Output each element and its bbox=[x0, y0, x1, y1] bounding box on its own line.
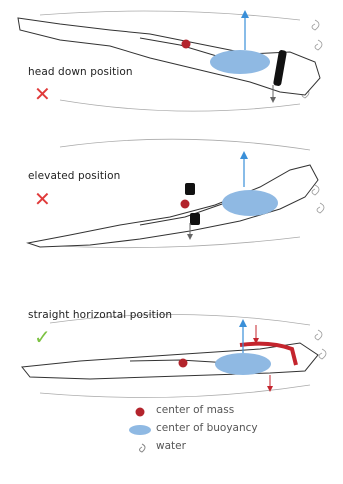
center-of-buoyancy-marker bbox=[222, 190, 278, 216]
panel-label: head down position bbox=[28, 66, 133, 78]
panel-label: elevated position bbox=[28, 170, 120, 182]
wrong-mark-icon: ✕ bbox=[34, 84, 51, 104]
panel-head-down: head down position ✕ bbox=[0, 0, 343, 125]
center-of-mass-marker bbox=[181, 200, 190, 209]
arrow-up-icon bbox=[240, 151, 248, 159]
center-of-buoyancy-marker bbox=[215, 353, 271, 375]
arrow-down-icon bbox=[270, 97, 276, 103]
legend-label: center of mass bbox=[156, 404, 234, 416]
center-of-mass-marker bbox=[182, 40, 191, 49]
arrow-down-icon bbox=[187, 234, 193, 240]
water-swirl-icon bbox=[128, 441, 152, 455]
arrow-up-icon bbox=[239, 319, 247, 327]
swimmer-head-down-illustration bbox=[0, 0, 343, 125]
legend-label: center of buoyancy bbox=[156, 422, 258, 434]
hip-weight-band bbox=[185, 183, 195, 195]
center-of-mass-icon bbox=[128, 405, 152, 419]
arrow-up-icon bbox=[241, 10, 249, 18]
wrong-mark-icon: ✕ bbox=[34, 189, 51, 209]
center-of-buoyancy-icon bbox=[128, 423, 152, 437]
center-of-buoyancy-marker bbox=[210, 50, 270, 74]
panel-elevated: elevated position ✕ bbox=[0, 125, 343, 265]
swimmer-horizontal-illustration bbox=[0, 265, 343, 400]
panel-label: straight horizontal position bbox=[28, 309, 172, 321]
check-mark-icon: ✓ bbox=[34, 327, 51, 347]
center-of-mass-marker bbox=[179, 359, 188, 368]
swimmer-elevated-illustration bbox=[0, 125, 343, 265]
legend-label: water bbox=[156, 440, 186, 452]
panel-straight-horizontal: straight horizontal position ✓ bbox=[0, 265, 343, 400]
water-swirl-icon bbox=[312, 20, 319, 30]
